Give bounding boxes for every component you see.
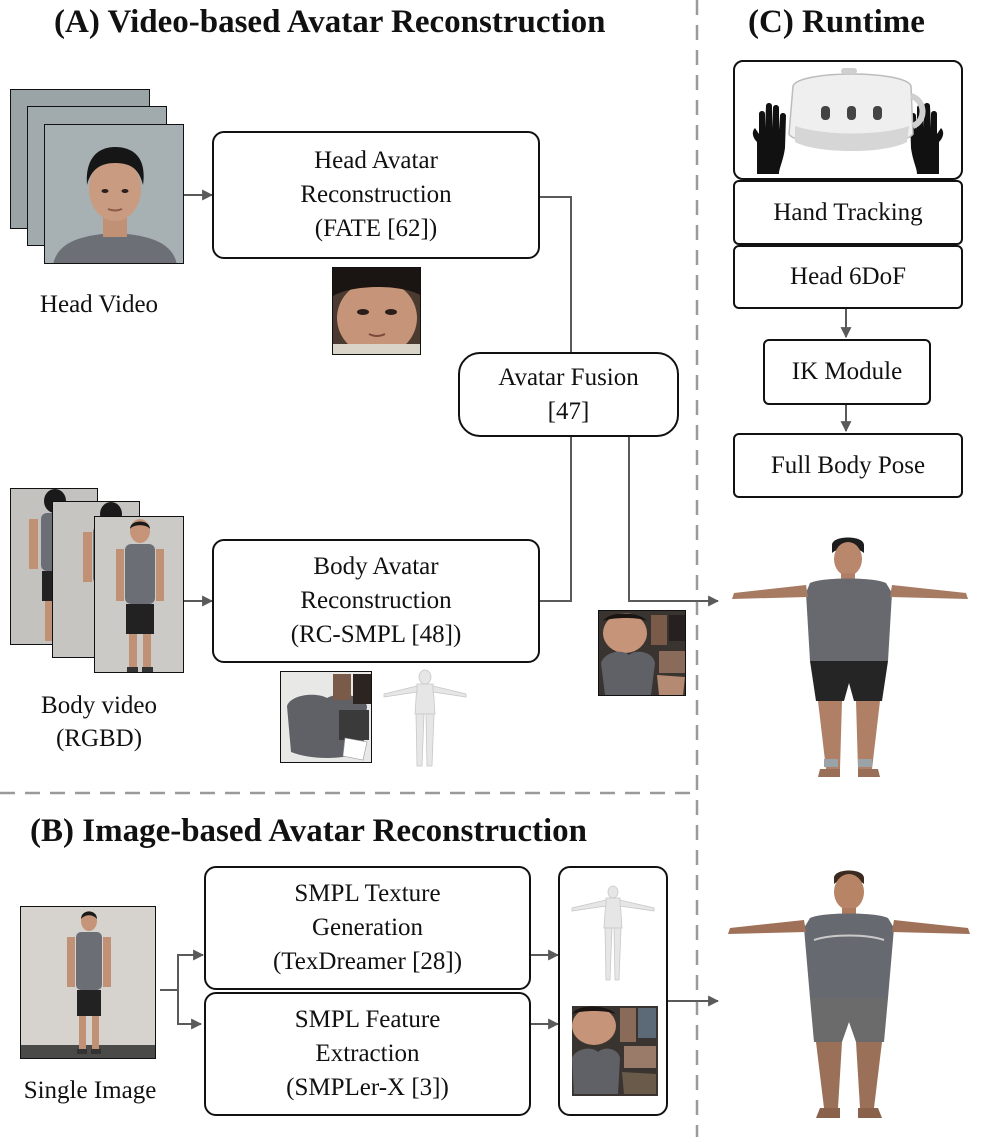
avatar-fusion-box: Avatar Fusion [47] [458, 352, 679, 437]
body-avatar-reconstruction-box: Body Avatar Reconstruction (RC-SMPL [48]… [212, 539, 540, 663]
head-box-line-1: Head Avatar [314, 147, 438, 175]
body-texture-thumbnail [280, 671, 372, 763]
body-box-line-3: (RC-SMPL [48]) [290, 620, 462, 648]
texture-box-line-1: SMPL Texture [294, 880, 441, 908]
head-6dof-box: Head 6DoF [733, 245, 963, 309]
vr-headset-panel [733, 60, 963, 180]
fusion-box-line-1: Avatar Fusion [498, 363, 639, 391]
image-outputs-panel [558, 866, 668, 1116]
body-video-frame-front [94, 516, 184, 673]
texture-box-line-2: Generation [311, 914, 424, 942]
head-avatar-reconstruction-box: Head Avatar Reconstruction (FATE [62]) [212, 131, 540, 259]
smpl-texture-generation-box: SMPL Texture Generation (TexDreamer [28]… [204, 866, 531, 990]
body-portrait-image [95, 517, 183, 672]
body-box-line-2: Reconstruction [300, 587, 452, 615]
texture-box-line-3: (TexDreamer [28]) [272, 947, 463, 975]
body-box-line-1: Body Avatar [313, 553, 439, 581]
smpl-mesh-image-a [383, 669, 467, 767]
single-image-thumbnail [20, 906, 156, 1059]
hand-tracking-box: Hand Tracking [733, 180, 963, 245]
head-video-label: Head Video [39, 291, 159, 318]
head-box-line-2: Reconstruction [300, 181, 452, 209]
section-c-title: (C) Runtime [748, 4, 925, 40]
body-video-label-line-2: (RGBD) [55, 724, 143, 752]
smpl-mesh-image-b [571, 885, 655, 981]
video-avatar-render [732, 537, 968, 777]
feature-box-line-1: SMPL Feature [294, 1006, 441, 1034]
vr-headset-icon [752, 68, 944, 174]
section-a-title: (A) Video-based Avatar Reconstruction [54, 4, 606, 40]
arrow-image-to-feature [177, 990, 203, 1030]
single-image-label: Single Image [23, 1077, 157, 1104]
fused-texture-thumbnail [598, 610, 686, 696]
fusion-box-line-2: [47] [547, 397, 590, 425]
smpl-feature-extraction-box: SMPL Feature Extraction (SMPLer-X [3]) [204, 992, 531, 1116]
line-body-box-to-fusion [540, 437, 572, 602]
head-video-frame-front [44, 124, 184, 264]
feature-box-line-2: Extraction [315, 1040, 420, 1068]
section-b-title: (B) Image-based Avatar Reconstruction [30, 813, 587, 849]
image-avatar-render [728, 870, 970, 1118]
head-box-line-3: (FATE [62]) [314, 214, 438, 242]
right-hand-icon [910, 103, 944, 174]
ik-module-box: IK Module [763, 339, 931, 405]
generated-texture-image [572, 1006, 658, 1096]
head-texture-thumbnail [332, 267, 421, 355]
head-portrait-image [45, 125, 183, 263]
body-video-label-line-1: Body video [41, 692, 157, 719]
left-hand-icon [752, 103, 786, 174]
line-image-split [160, 954, 201, 991]
body-video-label: Body video (RGBD) [10, 690, 188, 755]
line-head-box-to-fusion [540, 196, 572, 352]
arrow-fusion-to-avatar [628, 437, 720, 607]
full-body-pose-box: Full Body Pose [733, 433, 963, 498]
feature-box-line-3: (SMPLer-X [3]) [286, 1073, 449, 1101]
